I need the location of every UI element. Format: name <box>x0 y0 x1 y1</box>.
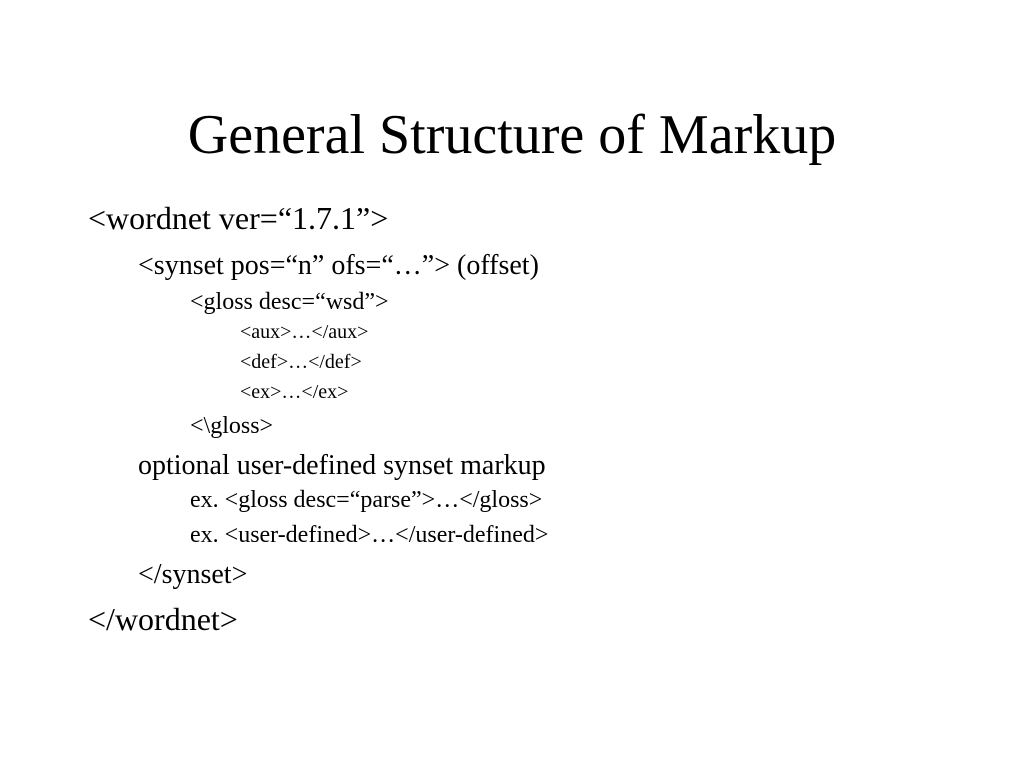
outline-line-wordnet-open: <wordnet ver=“1.7.1”> <box>88 200 389 236</box>
outline-line-wordnet-close: </wordnet> <box>88 601 238 637</box>
outline-line-gloss-close: <\gloss> <box>190 413 274 439</box>
outline-line-synset-close: </synset> <box>138 559 248 590</box>
outline-line-ex: <ex>…</ex> <box>240 381 349 403</box>
outline-line-example-user-defined: ex. <user-defined>…</user-defined> <box>190 522 549 548</box>
slide-title: General Structure of Markup <box>187 104 837 166</box>
outline-line-def: <def>…</def> <box>240 351 362 373</box>
outline-line-synset-open: <synset pos=“n” ofs=“…”> (offset) <box>138 250 539 281</box>
outline-line-example-gloss: ex. <gloss desc=“parse”>…</gloss> <box>190 487 543 513</box>
outline-line-aux: <aux>…</aux> <box>240 321 369 343</box>
outline-line-optional-markup: optional user-defined synset markup <box>138 450 546 481</box>
outline-line-gloss-open: <gloss desc=“wsd”> <box>190 289 389 315</box>
